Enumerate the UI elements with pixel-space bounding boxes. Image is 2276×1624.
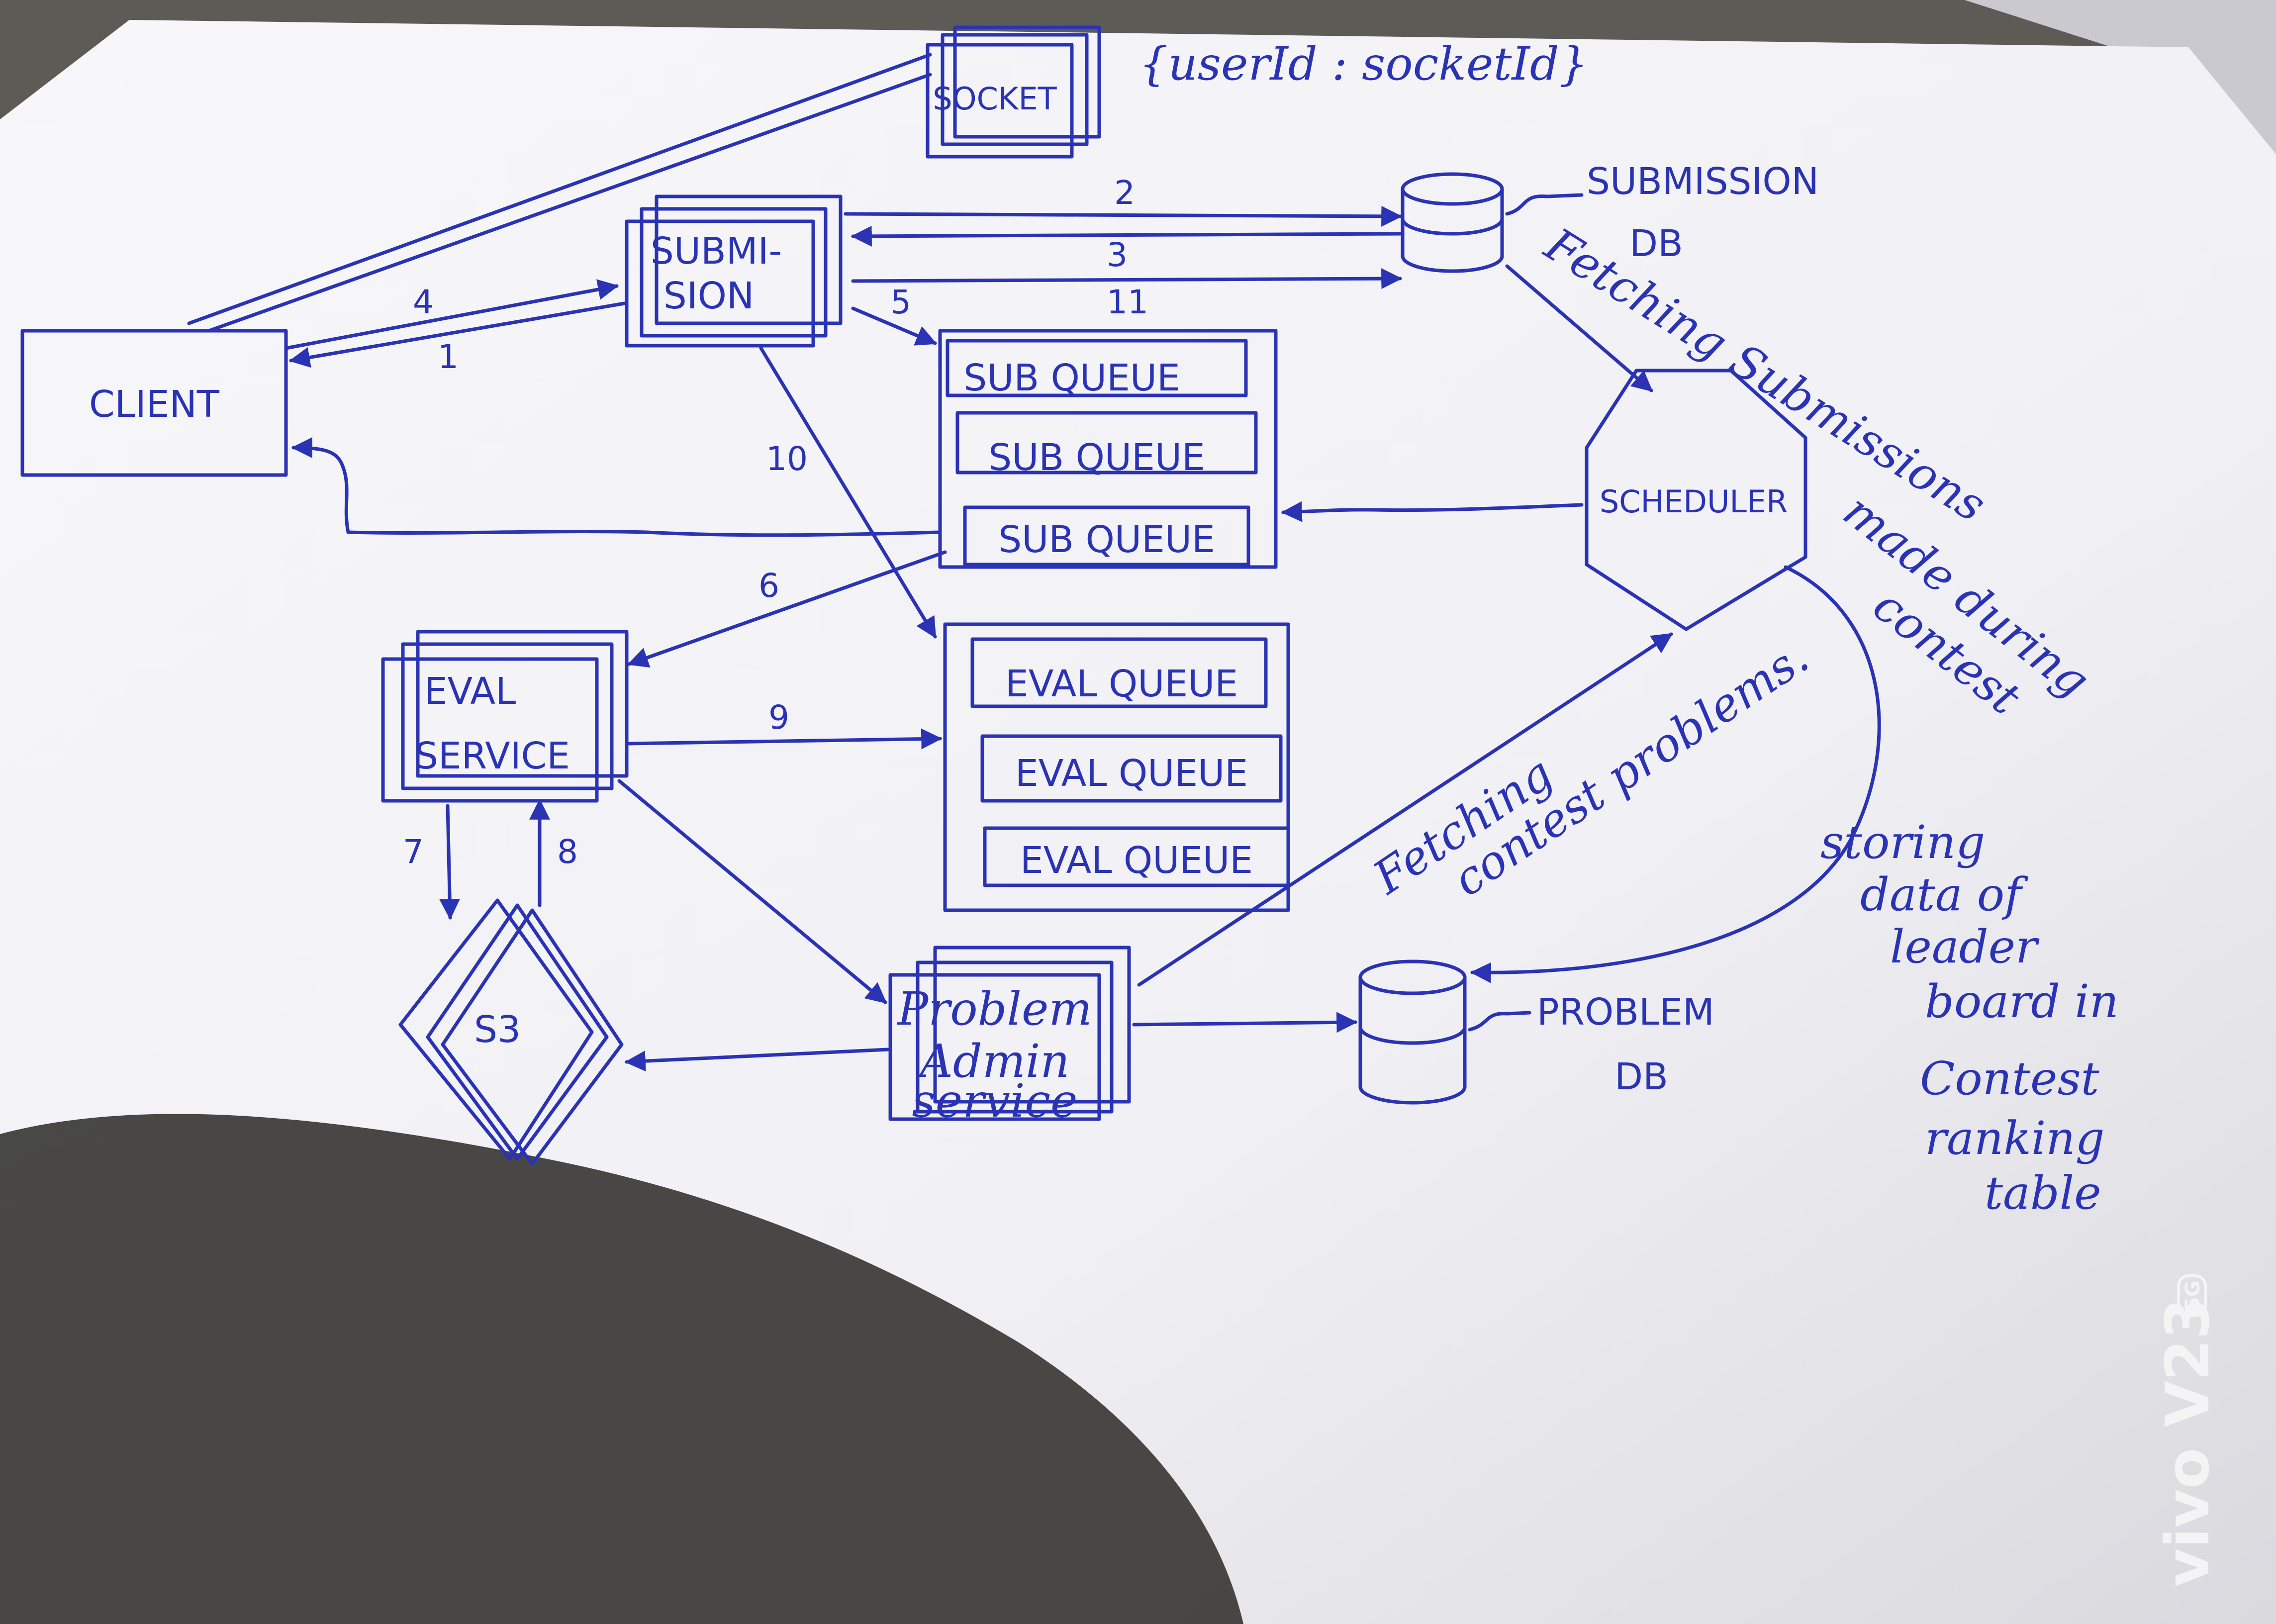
edge-label-5: 5 [890,283,911,321]
edge-label-2: 2 [1114,174,1135,212]
eval-service-box: EVAL SERVICE [381,630,629,803]
eval-service-label-line2: SERVICE [415,735,570,777]
sub-queue-2-label: SUB QUEUE [988,436,1205,479]
submission-db-leader [1505,193,1584,216]
edge-client-submission-4 [284,279,619,350]
edge-submission-evalqueue-10 [759,346,937,639]
socket-label: SOCKET [933,81,1057,117]
watermark-brand: vivo V23 [2154,1298,2223,1587]
submission-service-box: SUBMI- SION [625,194,843,348]
edge-problemadmin-scheduler [1137,632,1673,987]
edge-label-8: 8 [557,833,578,871]
edge-label-1: 1 [438,338,459,376]
sub-queue-3-label: SUB QUEUE [998,518,1215,561]
edge-label-10: 10 [766,440,808,478]
edge-subqueue-evalservice-6 [627,550,947,668]
edge-client-socket-a [187,53,932,325]
client-label: CLIENT [89,383,220,426]
submission-db-label-line1: SUBMISSION [1587,160,1819,203]
annotation-storing-line1: storing [1820,816,1985,869]
edge-label-4: 4 [413,283,434,321]
edge-db-submission-3 [851,225,1402,247]
annotation-storing-line7: table [1985,1166,2101,1220]
edge-evalservice-problemadmin [617,779,887,1004]
submission-db-label-line2: DB [1629,222,1683,265]
edge-label-7: 7 [403,833,424,871]
eval-queue-3-label: EVAL QUEUE [1020,839,1253,882]
edge-label-3: 3 [1107,236,1128,274]
sub-queue-1-label: SUB QUEUE [963,357,1180,399]
client-box: CLIENT [20,329,288,477]
edge-scheduler-problemdb-curve [1470,565,1881,983]
annotation-storing-line4: board in [1925,975,2119,1028]
edge-problemadmin-problemdb [1132,1012,1358,1033]
edge-problemadmin-s3 [624,1048,890,1072]
s3-node: S3 [398,898,624,1166]
annotation-storing-line5: Contest [1920,1052,2100,1105]
problem-admin-label-line1: Problem [896,982,1092,1036]
eval-service-label-line1: EVAL [424,670,516,713]
edge-label-9: 9 [768,698,789,737]
eval-queue-group: EVAL QUEUE EVAL QUEUE EVAL QUEUE [943,622,1290,912]
edge-evalservice-s3-7 [439,804,461,920]
scheduler-label: SCHEDULER [1600,483,1788,520]
camera-watermark: vivo V23 [2154,1298,2223,1587]
problem-admin-service-box: Problem Admin service [888,946,1131,1128]
annotation-storing-line2: data of [1860,868,2028,921]
eval-queue-1-label: EVAL QUEUE [1005,663,1238,705]
submission-label-line1: SUBMI- [651,230,782,273]
socket-box: SOCKET [926,25,1101,159]
edge-submission-db-2 [844,205,1403,227]
sub-queue-group: SUB QUEUE SUB QUEUE SUB QUEUE [938,329,1278,569]
edge-submission-subqueue-5 [851,306,937,346]
watermark-badge-text: 5G [2181,1281,2204,1311]
problem-db-label-line2: DB [1614,1055,1668,1098]
edge-submission-db-11 [851,268,1403,289]
eval-queue-2-label: EVAL QUEUE [1015,752,1248,795]
problem-db-leader [1468,1011,1531,1032]
annotation-storing-line3: leader [1890,920,2040,973]
problem-admin-label-line2: Admin [916,1035,1069,1088]
problem-db-cylinder [1358,959,1467,1105]
s3-label: S3 [474,1008,521,1051]
submission-label-line2: SION [664,275,754,317]
problem-admin-label-line3: service [912,1074,1077,1128]
edge-scheduler-subqueue-wavy [1281,501,1584,522]
edge-evalservice-evalqueue-9 [627,728,943,750]
annotation-storing-line6: ranking [1925,1112,2104,1165]
edge-label-11: 11 [1107,283,1148,321]
problem-db-label-line1: PROBLEM [1537,991,1714,1034]
scheduler-node: SCHEDULER [1585,369,1807,631]
edge-submission-client-1 [288,301,626,368]
socket-note: {userId : socketId} [1139,37,1588,91]
edge-subqueue-client-wavy [291,437,942,537]
watermark-badge: 5G [2177,1274,2207,1317]
edge-submissiondb-scheduler [1505,264,1653,392]
edge-label-6: 6 [759,567,779,605]
submission-db-cylinder [1401,172,1504,273]
hand-shadow [0,1114,1243,1624]
edge-client-socket-b [207,73,932,333]
